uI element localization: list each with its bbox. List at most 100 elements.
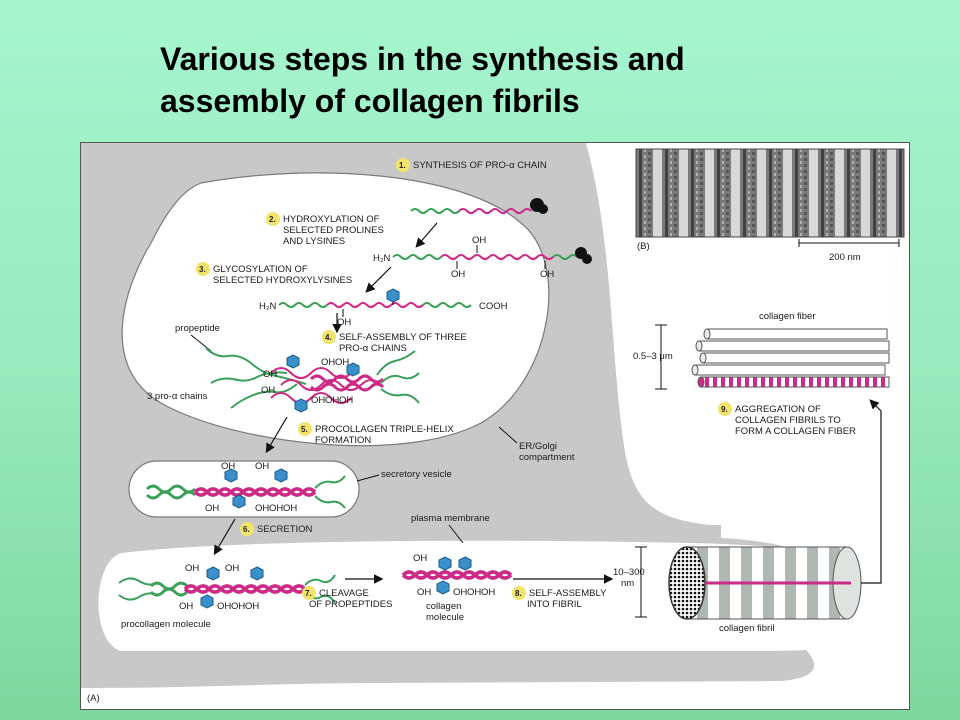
svg-text:CLEAVAGE: CLEAVAGE bbox=[319, 588, 369, 599]
oh-label: OH bbox=[321, 357, 335, 368]
svg-text:AGGREGATION OF: AGGREGATION OF bbox=[735, 404, 821, 415]
collagen-fibril bbox=[668, 546, 862, 620]
oh-label: OH bbox=[225, 563, 239, 574]
oh-label: OH bbox=[205, 503, 219, 514]
step-8-label: 8. SELF-ASSEMBLY INTO FIBRIL bbox=[512, 586, 607, 610]
panel-b-label: (B) bbox=[637, 241, 650, 252]
procollagen-molecule-label: procollagen molecule bbox=[121, 619, 211, 630]
svg-text:SYNTHESIS OF PRO-α CHAIN: SYNTHESIS OF PRO-α CHAIN bbox=[413, 160, 547, 171]
svg-text:7.: 7. bbox=[305, 589, 312, 598]
svg-text:3.: 3. bbox=[199, 265, 206, 274]
pro-alpha-chain-3 bbox=[278, 288, 472, 317]
oh-label: OH bbox=[179, 601, 193, 612]
cooh-label: COOH bbox=[479, 301, 508, 312]
svg-text:2.: 2. bbox=[269, 215, 276, 224]
oh-label: OH bbox=[255, 461, 269, 472]
fibril-size-label-1: 10–300 bbox=[613, 567, 645, 578]
oh-label: OH bbox=[217, 601, 231, 612]
collagen-fiber-label: collagen fiber bbox=[759, 311, 816, 322]
er-golgi-label-1: ER/Golgi bbox=[519, 441, 557, 452]
oh-label: OH bbox=[283, 503, 297, 514]
collagen-molecule bbox=[401, 556, 513, 595]
oh-label: OH bbox=[417, 587, 431, 598]
pro-alpha-chain-1 bbox=[410, 198, 548, 214]
svg-text:1.: 1. bbox=[399, 161, 406, 170]
svg-text:SELF-ASSEMBLY: SELF-ASSEMBLY bbox=[529, 588, 607, 599]
oh-label: OH bbox=[221, 461, 235, 472]
propeptide-label: propeptide bbox=[175, 323, 220, 334]
oh-label: OH bbox=[413, 553, 427, 564]
step-9-label: 9. AGGREGATION OF COLLAGEN FIBRILS TO FO… bbox=[718, 402, 856, 437]
oh-label: OH bbox=[269, 503, 283, 514]
oh-label: OH bbox=[261, 385, 275, 396]
procollagen-in-vesicle bbox=[145, 468, 346, 509]
oh-label: OH bbox=[263, 369, 277, 380]
oh-label: OH bbox=[337, 317, 351, 328]
oh-label: OH bbox=[311, 395, 325, 406]
svg-text:OF PROPEPTIDES: OF PROPEPTIDES bbox=[309, 599, 392, 610]
step-1-label: 1. SYNTHESIS OF PRO-α CHAIN bbox=[396, 158, 547, 172]
fibril-size-label-2: nm bbox=[621, 578, 634, 589]
svg-text:4.: 4. bbox=[325, 333, 332, 342]
collagen-fiber bbox=[691, 328, 890, 388]
oh-label: OH bbox=[339, 395, 353, 406]
oh-label: OH bbox=[245, 601, 259, 612]
collagen-diagram: (B) 200 nm 1. SYNTHESIS OF PRO-α CHAIN 2… bbox=[80, 142, 910, 710]
svg-text:SECRETION: SECRETION bbox=[257, 524, 313, 535]
svg-text:6.: 6. bbox=[243, 525, 250, 534]
oh-label: OH bbox=[325, 395, 339, 406]
svg-text:FORM A COLLAGEN FIBER: FORM A COLLAGEN FIBER bbox=[735, 426, 856, 437]
plasma-membrane-label: plasma membrane bbox=[411, 513, 490, 524]
collagen-fibril-label: collagen fibril bbox=[719, 623, 774, 634]
svg-text:9.: 9. bbox=[721, 405, 728, 414]
three-chains-label: 3 pro-α chains bbox=[147, 391, 208, 402]
h2n-label-1: H₂N bbox=[373, 253, 391, 264]
oh-label: OH bbox=[467, 587, 481, 598]
step-3-label: 3. GLYCOSYLATION OF SELECTED HYDROXYLYSI… bbox=[196, 262, 352, 286]
svg-text:AND LYSINES: AND LYSINES bbox=[283, 236, 345, 247]
svg-text:SELECTED PROLINES: SELECTED PROLINES bbox=[283, 225, 384, 236]
oh-label: OH bbox=[472, 235, 486, 246]
panel-a-label: (A) bbox=[87, 693, 100, 704]
svg-text:COLLAGEN FIBRILS TO: COLLAGEN FIBRILS TO bbox=[735, 415, 841, 426]
three-chain-assembly bbox=[205, 347, 420, 413]
diagram-canvas: (B) 200 nm 1. SYNTHESIS OF PRO-α CHAIN 2… bbox=[81, 143, 905, 704]
svg-text:PRO-α CHAINS: PRO-α CHAINS bbox=[339, 343, 407, 354]
oh-label: OH bbox=[185, 563, 199, 574]
oh-label: OH bbox=[451, 269, 465, 280]
step-7-label: 7. CLEAVAGE OF PROPEPTIDES bbox=[302, 586, 392, 610]
svg-text:5.: 5. bbox=[301, 425, 308, 434]
h2n-label-2: H₂N bbox=[259, 301, 277, 312]
tem-micrograph bbox=[636, 149, 904, 237]
oh-label: OH bbox=[231, 601, 245, 612]
oh-label: OH bbox=[453, 587, 467, 598]
oh-label: OH bbox=[335, 357, 349, 368]
step-4-label: 4. SELF-ASSEMBLY OF THREE PRO-α CHAINS bbox=[322, 330, 467, 354]
collagen-molecule-label-1: collagen bbox=[426, 601, 461, 612]
step-5-label: 5. PROCOLLAGEN TRIPLE-HELIX FORMATION bbox=[298, 422, 454, 446]
pro-alpha-chain-2 bbox=[392, 245, 592, 269]
oh-label: OH bbox=[540, 269, 554, 280]
svg-text:SELF-ASSEMBLY OF THREE: SELF-ASSEMBLY OF THREE bbox=[339, 332, 467, 343]
slide-title: Various steps in the synthesis and assem… bbox=[160, 38, 880, 122]
svg-text:INTO FIBRIL: INTO FIBRIL bbox=[527, 599, 582, 610]
er-golgi-compartment bbox=[121, 172, 550, 447]
secretory-vesicle-label: secretory vesicle bbox=[381, 469, 452, 480]
collagen-molecule-label-2: molecule bbox=[426, 612, 464, 623]
procollagen-molecule bbox=[118, 566, 336, 609]
svg-text:HYDROXYLATION OF: HYDROXYLATION OF bbox=[283, 214, 380, 225]
svg-text:PROCOLLAGEN TRIPLE-HELIX: PROCOLLAGEN TRIPLE-HELIX bbox=[315, 424, 454, 435]
svg-text:8.: 8. bbox=[515, 589, 522, 598]
oh-label: OH bbox=[481, 587, 495, 598]
er-golgi-label-2: compartment bbox=[519, 452, 575, 463]
oh-label: OH bbox=[255, 503, 269, 514]
svg-text:FORMATION: FORMATION bbox=[315, 435, 371, 446]
title-line-2: assembly of collagen fibrils bbox=[160, 83, 580, 119]
scale-bar-label: 200 nm bbox=[829, 252, 861, 263]
title-line-1: Various steps in the synthesis and bbox=[160, 41, 685, 77]
step-2-label: 2. HYDROXYLATION OF SELECTED PROLINES AN… bbox=[266, 212, 384, 247]
step-6-label: 6. SECRETION bbox=[240, 522, 313, 536]
svg-text:SELECTED HYDROXYLYSINES: SELECTED HYDROXYLYSINES bbox=[213, 275, 352, 286]
svg-text:GLYCOSYLATION OF: GLYCOSYLATION OF bbox=[213, 264, 308, 275]
fiber-size-label: 0.5–3 μm bbox=[633, 351, 673, 362]
